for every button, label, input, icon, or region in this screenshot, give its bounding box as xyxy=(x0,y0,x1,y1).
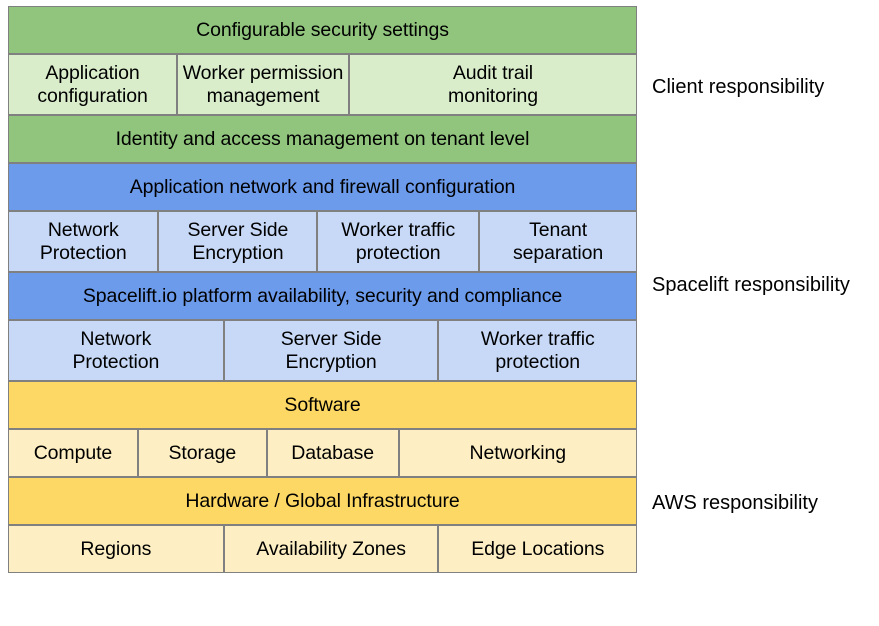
layer-cell: Worker traffic protection xyxy=(317,211,480,272)
layer-cell: Regions xyxy=(8,525,224,573)
layer-cell: Application network and firewall configu… xyxy=(8,163,637,211)
responsibility-label-client: Client responsibility xyxy=(652,76,825,98)
row-identity-and-access-management: Identity and access management on tenant… xyxy=(8,115,637,163)
layer-cell: Spacelift.io platform availability, secu… xyxy=(8,272,637,320)
layer-cell: Audit trail monitoring xyxy=(348,54,637,115)
layer-cell: Hardware / Global Infrastructure xyxy=(8,477,637,525)
layer-cell: Networking xyxy=(398,429,637,477)
layer-cell: Availability Zones xyxy=(223,525,439,573)
responsibility-label-spacelift: Spacelift responsibility xyxy=(652,274,850,296)
layer-cell: Worker traffic protection xyxy=(438,320,638,381)
row-software: Software xyxy=(8,381,637,429)
layer-cell: Identity and access management on tenant… xyxy=(8,115,637,163)
layer-cell: Server Side Encryption xyxy=(223,320,439,381)
layer-cell: Configurable security settings xyxy=(8,6,637,54)
layer-cell: Network Protection xyxy=(8,211,159,272)
layer-cell: Software xyxy=(8,381,637,429)
layer-cell: Compute xyxy=(8,429,138,477)
layer-cell: Database xyxy=(266,429,399,477)
responsibility-label-aws: AWS responsibility xyxy=(652,492,818,514)
row-application-network-firewall: Application network and firewall configu… xyxy=(8,163,637,211)
layer-cell: Edge Locations xyxy=(438,525,638,573)
layer-cell: Application configuration xyxy=(8,54,178,115)
layer-cell: Tenant separation xyxy=(479,211,638,272)
layer-cell: Storage xyxy=(137,429,267,477)
layer-cell: Server Side Encryption xyxy=(158,211,318,272)
row-hardware-global-infrastructure: Hardware / Global Infrastructure xyxy=(8,477,637,525)
layer-cell: Network Protection xyxy=(8,320,224,381)
row-configurable-security-settings: Configurable security settings xyxy=(8,6,637,54)
row-spacelift-platform-availability: Spacelift.io platform availability, secu… xyxy=(8,272,637,320)
layer-cell: Worker permission management xyxy=(177,54,349,115)
